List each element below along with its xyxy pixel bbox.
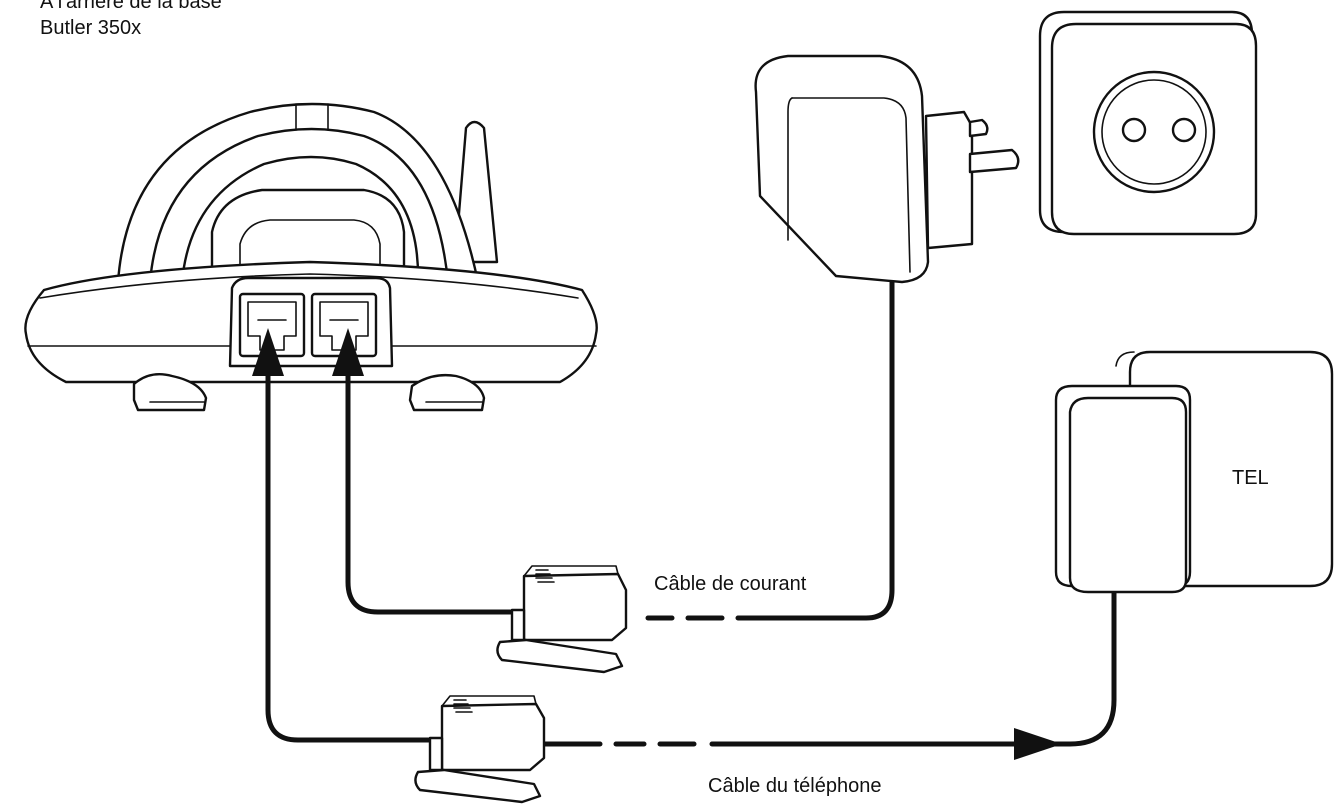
power-cable-to-base <box>345 369 515 615</box>
arrow-right-icon <box>1014 728 1062 760</box>
power-adapter-icon <box>754 54 1020 284</box>
phone-cable-label: Câble du téléphone <box>708 775 881 797</box>
power-cable-label: Câble de courant <box>654 573 807 595</box>
power-connector-icon <box>496 565 628 674</box>
power-cable-line <box>735 267 895 621</box>
arrow-up-left-icon <box>252 328 284 376</box>
caption-line-2: Butler 350x <box>40 17 141 39</box>
arrow-up-right-icon <box>332 328 364 376</box>
phone-cable-to-base <box>265 369 443 743</box>
phone-connector-icon <box>414 695 546 804</box>
wall-socket-icon <box>1038 10 1258 236</box>
caption-line-1: A l'arrière de la base <box>40 0 222 13</box>
telephone-jack-icon <box>1054 350 1334 594</box>
phone-cable-line <box>709 583 1117 747</box>
base-station-icon <box>24 102 598 412</box>
tel-label: TEL <box>1232 467 1269 489</box>
